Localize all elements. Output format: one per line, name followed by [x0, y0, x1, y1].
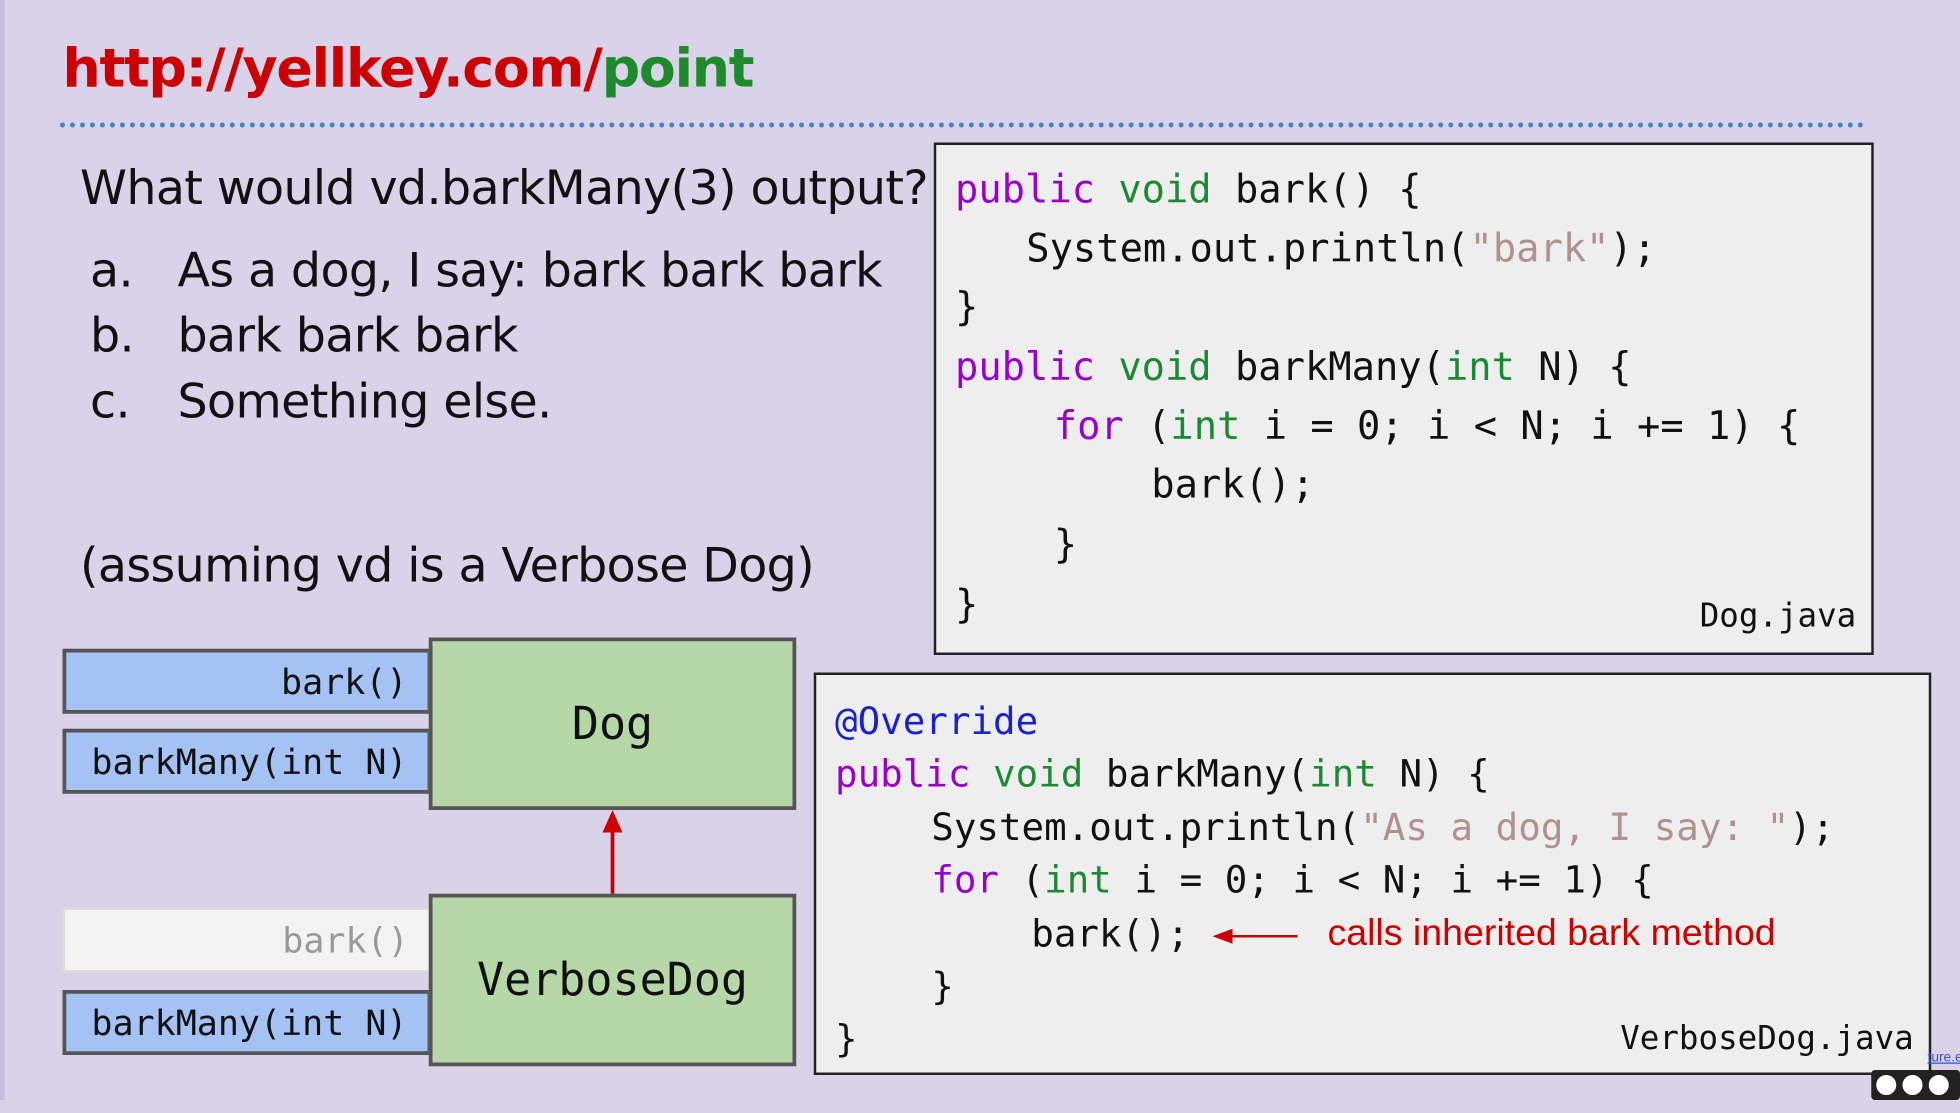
by-icon [1901, 1074, 1924, 1097]
code-line: System.out.println("As a dog, I say: "); [931, 806, 1834, 850]
code-keyword: public [955, 345, 1095, 390]
verbose-inherited-bark: bark() [63, 908, 432, 973]
dog-filename: Dog.java [1700, 598, 1857, 636]
code-type: void [1118, 345, 1211, 390]
title-divider [60, 123, 1865, 128]
code-string: "As a dog, I say: " [1360, 806, 1789, 850]
code-text: N) { [1377, 753, 1490, 797]
code-text: barkMany( [1212, 345, 1445, 390]
code-text: ( [1124, 404, 1171, 449]
code-text: i = 0; i < N; i += 1) { [1240, 404, 1800, 449]
code-line: bark(); [1031, 913, 1189, 957]
option-text: bark bark bark [178, 308, 518, 363]
option-text: As a dog, I say: bark bark bark [178, 243, 883, 298]
code-type: int [1445, 345, 1515, 390]
code-line: } [955, 285, 978, 330]
slide-title-url[interactable]: http://yellkey.com/point [63, 38, 754, 101]
verbose-filename: VerboseDog.java [1620, 1020, 1914, 1058]
dog-code-box: public void bark() { System.out.println(… [934, 143, 1874, 656]
slide-edge [0, 0, 5, 1100]
code-text: i = 0; i < N; i += 1) { [1112, 859, 1654, 903]
code-type: int [1044, 859, 1112, 903]
code-text: ( [999, 859, 1044, 903]
code-text: barkMany( [1083, 753, 1309, 797]
dog-method-barkmany: barkMany(int N) [63, 729, 432, 794]
code-type: int [1309, 753, 1377, 797]
url-path[interactable]: point [602, 38, 754, 101]
code-text: } [931, 965, 954, 1009]
option-letter: a. [90, 243, 133, 298]
code-line: @Override [835, 700, 1038, 744]
nc-icon [1928, 1074, 1951, 1097]
verbose-method-barkmany: barkMany(int N) [63, 990, 432, 1055]
code-line: public void barkMany(int N) { [955, 345, 1632, 390]
verbose-code-box: @Override public void barkMany(int N) { … [814, 673, 1932, 1076]
cc-icon [1875, 1074, 1898, 1097]
code-text: } [1054, 523, 1077, 568]
code-text: System.out.println( [1026, 226, 1469, 271]
code-type: void [993, 753, 1083, 797]
assumption-text: (assuming vd is a Verbose Dog) [80, 538, 814, 593]
code-text: } [835, 1018, 858, 1062]
verbosedog-class-box: VerboseDog [429, 894, 797, 1067]
code-line: System.out.println("bark"); [1026, 226, 1656, 271]
license-badge-icon [1871, 1070, 1960, 1100]
note-arrow [1210, 923, 1300, 951]
code-type: void [1118, 168, 1211, 213]
code-text: bark(); [1031, 913, 1189, 957]
code-text: N) { [1515, 345, 1632, 390]
code-text: bark(); [1151, 463, 1314, 508]
code-type: int [1170, 404, 1240, 449]
code-text: ); [1609, 226, 1656, 271]
option-text: Something else. [178, 374, 552, 429]
footer-link[interactable]: ture.e [1928, 1050, 1960, 1065]
code-line: } [1054, 523, 1077, 568]
code-line: } [931, 965, 954, 1009]
code-line: for (int i = 0; i < N; i += 1) { [1054, 404, 1801, 449]
dog-method-bark: bark() [63, 649, 432, 714]
code-keyword: public [835, 753, 970, 797]
code-line: for (int i = 0; i < N; i += 1) { [931, 859, 1653, 903]
option-letter: c. [90, 374, 130, 429]
code-line: } [955, 583, 978, 628]
code-line: } [835, 1018, 858, 1062]
code-text: } [955, 583, 978, 628]
code-keyword: public [955, 168, 1095, 213]
inheritance-arrow [598, 808, 628, 898]
option-letter: b. [90, 308, 134, 363]
code-string: "bark" [1470, 226, 1610, 271]
code-text: bark() { [1212, 168, 1422, 213]
code-keyword: for [931, 859, 999, 903]
code-line: public void bark() { [955, 168, 1422, 213]
code-line: public void barkMany(int N) { [835, 753, 1490, 797]
code-keyword: for [1054, 404, 1124, 449]
code-annotation: @Override [835, 700, 1038, 744]
code-text: } [955, 285, 978, 330]
url-domain[interactable]: http://yellkey.com/ [63, 38, 602, 101]
code-line: bark(); [1151, 463, 1314, 508]
code-text: System.out.println( [931, 806, 1360, 850]
code-text: ); [1789, 806, 1834, 850]
dog-class-box: Dog [429, 638, 797, 811]
question-text: What would vd.barkMany(3) output? [80, 160, 928, 215]
inheritance-note: calls inherited bark method [1328, 913, 1776, 956]
